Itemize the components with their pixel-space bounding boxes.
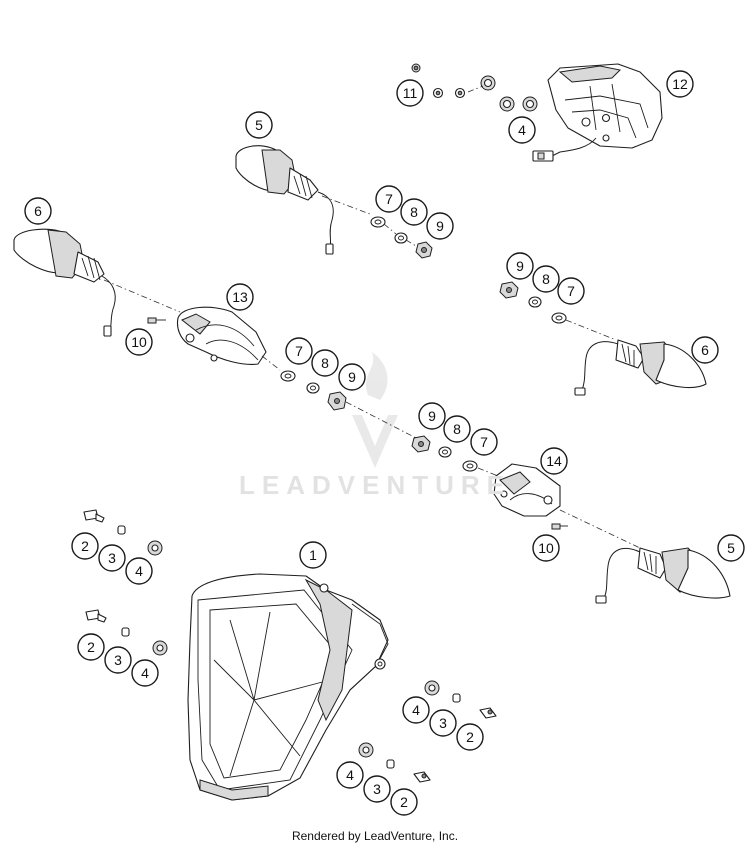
callout-3-a-label: 3 (108, 550, 116, 566)
callout-7-right-label: 7 (567, 283, 575, 299)
callout-9-lower: 9 (418, 402, 446, 430)
callout-1: 1 (299, 541, 327, 569)
callout-6-right-label: 6 (701, 342, 709, 358)
callout-9-mid: 9 (338, 363, 366, 391)
callout-3-c-label: 3 (439, 715, 447, 731)
callout-3-b-label: 3 (114, 652, 122, 668)
callout-9-upper-label: 9 (436, 218, 444, 234)
hardware-top (411, 63, 538, 112)
watermark-logo (352, 352, 398, 468)
callout-8-lower: 8 (443, 415, 471, 443)
turn-signal-lower (595, 547, 731, 604)
callout-3-c: 3 (429, 709, 457, 737)
callout-12: 12 (666, 70, 694, 98)
callout-4-top-label: 4 (518, 122, 526, 138)
callout-7-right: 7 (557, 277, 585, 305)
callout-2-b: 2 (77, 633, 105, 661)
callout-6-left-label: 6 (34, 203, 42, 219)
callout-8-right: 8 (532, 265, 560, 293)
hardware-upper (370, 216, 433, 259)
callout-11: 11 (396, 79, 424, 107)
fasteners-right (358, 680, 497, 783)
callout-4-c-label: 4 (412, 702, 420, 718)
callout-14: 14 (540, 447, 568, 475)
callout-3-d: 3 (363, 775, 391, 803)
callout-13: 13 (226, 283, 254, 311)
fasteners-left (83, 509, 168, 656)
callout-2-b-label: 2 (87, 639, 95, 655)
callout-13-label: 13 (232, 289, 248, 305)
callout-12-label: 12 (672, 76, 688, 92)
callout-7-lower-label: 7 (480, 434, 488, 450)
callout-1-label: 1 (309, 547, 317, 563)
callout-9-right-label: 9 (516, 258, 524, 274)
callout-8-lower-label: 8 (453, 421, 461, 437)
callout-7-lower: 7 (470, 428, 498, 456)
callout-4-d-label: 4 (346, 767, 354, 783)
turn-signal-left (13, 228, 181, 337)
callout-3-d-label: 3 (373, 781, 381, 797)
callout-9-mid-label: 9 (348, 369, 356, 385)
hardware-mid (280, 370, 421, 441)
callout-8-right-label: 8 (542, 271, 550, 287)
callout-4-a-label: 4 (135, 563, 143, 579)
callout-14-label: 14 (546, 453, 562, 469)
headlight-assembly (187, 573, 389, 801)
callout-6-right: 6 (691, 336, 719, 364)
callout-2-c-label: 2 (466, 729, 474, 745)
callout-3-a: 3 (98, 544, 126, 572)
callout-5-lower: 5 (717, 534, 745, 562)
callout-6-left: 6 (24, 197, 52, 225)
callout-4-c: 4 (402, 696, 430, 724)
callout-10-right: 10 (532, 534, 560, 562)
callout-2-a-label: 2 (81, 538, 89, 554)
callout-10-left: 10 (125, 328, 153, 356)
callout-8-mid-label: 8 (321, 355, 329, 371)
callout-11-label: 11 (403, 85, 418, 101)
callout-4-top: 4 (508, 116, 536, 144)
callout-3-b: 3 (104, 646, 132, 674)
callout-7-mid-label: 7 (295, 343, 303, 359)
footer-credit: Rendered by LeadVenture, Inc. (291, 829, 459, 843)
callout-2-a: 2 (71, 532, 99, 560)
callout-4-b: 4 (131, 659, 159, 687)
callout-8-upper-label: 8 (410, 204, 418, 220)
callout-10-right-label: 10 (538, 540, 554, 556)
callout-5-upper-label: 5 (255, 117, 263, 133)
hardware-right-upper (499, 281, 617, 341)
callout-9-lower-label: 9 (428, 408, 436, 424)
callout-7-mid: 7 (285, 337, 313, 365)
callout-10-left-label: 10 (131, 334, 147, 350)
watermark-text: LEADVENTURE (238, 470, 511, 500)
callout-9-upper: 9 (426, 212, 454, 240)
callout-2-c: 2 (456, 723, 484, 751)
callout-5-upper: 5 (245, 111, 273, 139)
callout-2-d: 2 (390, 788, 418, 816)
callout-4-d: 4 (336, 761, 364, 789)
callout-8-mid: 8 (311, 349, 339, 377)
callout-4-a: 4 (125, 557, 153, 585)
turn-signal-right (574, 339, 707, 396)
callout-7-upper-label: 7 (385, 191, 393, 207)
callout-7-upper: 7 (375, 185, 403, 213)
callout-2-d-label: 2 (400, 794, 408, 810)
bracket-14 (493, 463, 641, 549)
turn-signal-upper (235, 145, 371, 255)
callout-8-upper: 8 (400, 198, 428, 226)
bracket-13 (147, 306, 281, 371)
callout-9-right: 9 (506, 252, 534, 280)
tail-light-assembly (532, 63, 663, 162)
callout-4-b-label: 4 (141, 665, 149, 681)
hardware-right-lower (411, 435, 499, 477)
callout-5-lower-label: 5 (727, 540, 735, 556)
